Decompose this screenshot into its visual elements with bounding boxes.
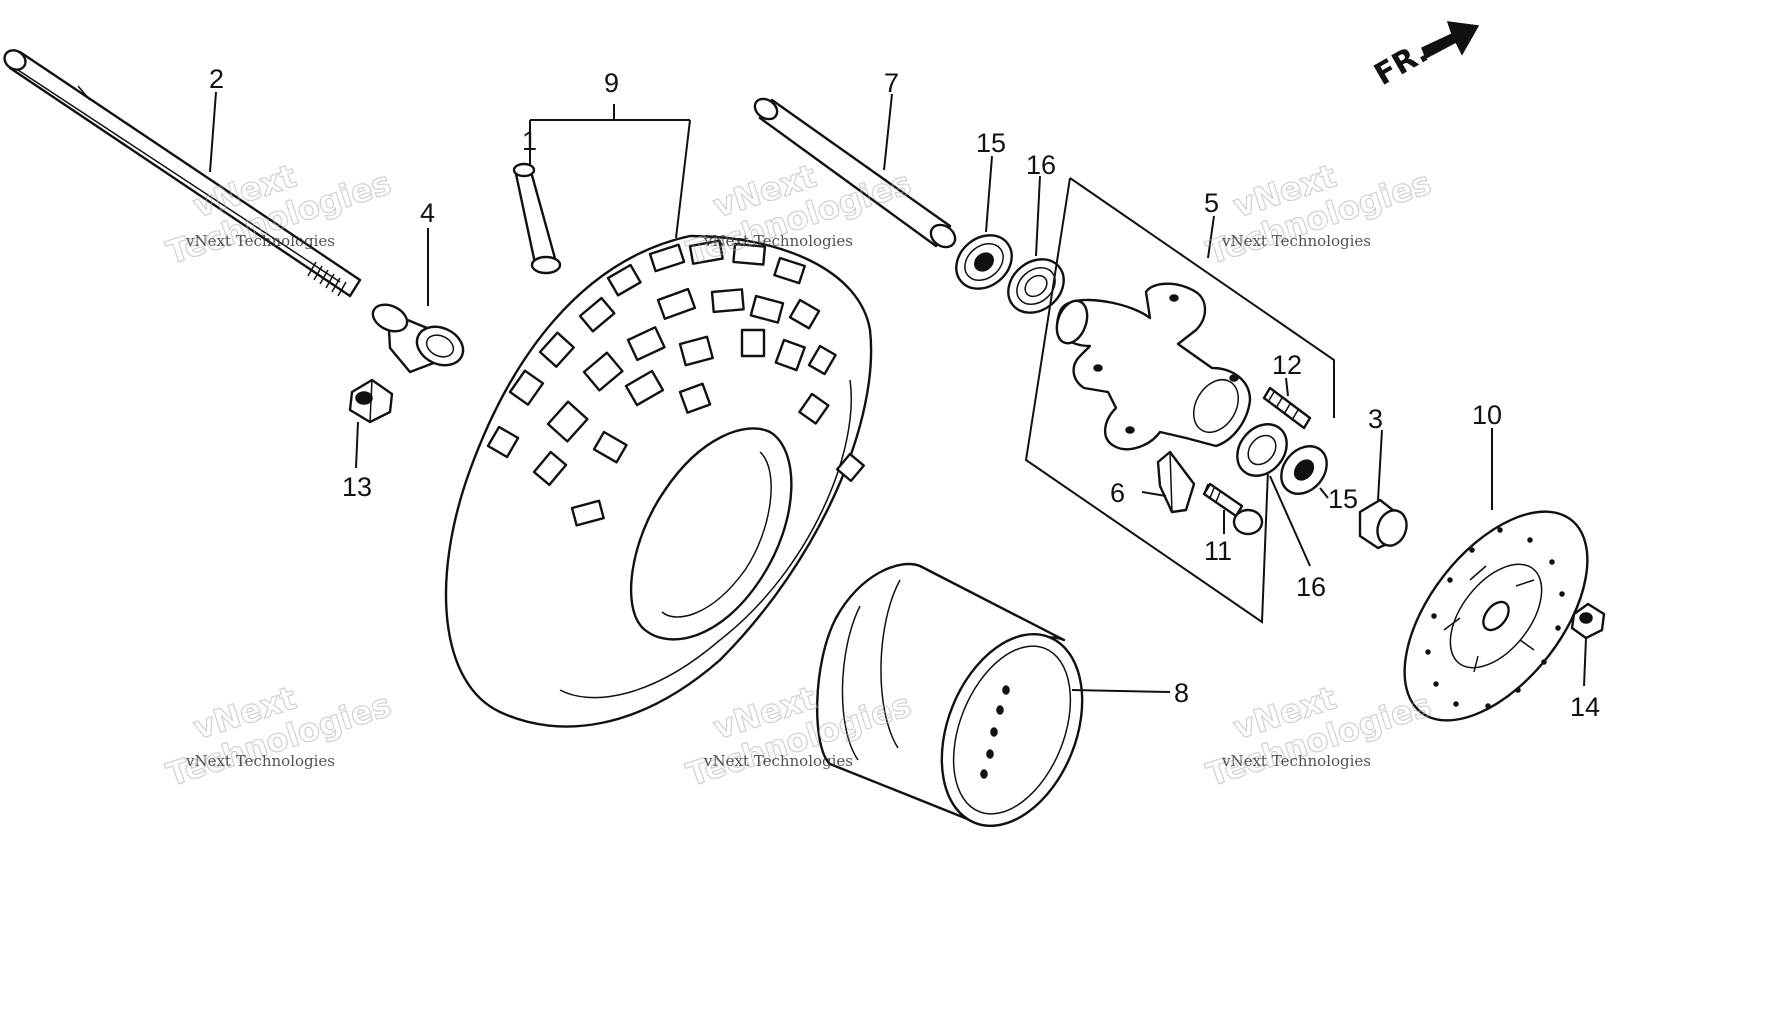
- bearing-right-part[interactable]: [1272, 437, 1336, 503]
- callout-6: 6: [1110, 478, 1125, 508]
- watermark-small-top-left: vNext Technologies: [185, 232, 335, 250]
- wheel-hub-part[interactable]: [1051, 282, 1252, 451]
- watermark-small-bottom-center: vNext Technologies: [703, 752, 853, 770]
- watermark-bottom-right: vNext Technologies: [1201, 678, 1436, 794]
- bracket-9-right: [675, 119, 691, 239]
- callout-8: 8: [1174, 678, 1189, 708]
- leader-16a: [1035, 175, 1041, 257]
- disc-nut-part[interactable]: [1570, 602, 1606, 640]
- callout-5: 5: [1204, 188, 1219, 218]
- leader-5: [1207, 215, 1215, 259]
- axle-nut-part[interactable]: [348, 378, 394, 424]
- watermark-bottom-left: vNext Technologies: [161, 678, 396, 794]
- watermark-top-center: vNext Technologies: [681, 156, 916, 272]
- watermark-small-bottom-right: vNext Technologies: [1221, 752, 1371, 770]
- watermark-top-right: vNext Technologies: [1201, 156, 1436, 272]
- valve-stem-part[interactable]: [512, 162, 562, 275]
- front-label: FR.: [1369, 35, 1435, 93]
- watermark-small-top-right: vNext Technologies: [1221, 232, 1371, 250]
- collar-part[interactable]: [369, 300, 470, 374]
- callout-13: 13: [342, 472, 372, 502]
- watermark-small-top-center: vNext Technologies: [703, 232, 853, 250]
- seal-left-part[interactable]: [998, 248, 1075, 323]
- leader-15b: [1319, 487, 1329, 499]
- hub-cap-part[interactable]: [1358, 498, 1411, 550]
- spacer-tube-part[interactable]: [751, 95, 959, 252]
- callout-7: 7: [884, 68, 899, 98]
- callout-15-top: 15: [976, 128, 1006, 158]
- callout-9: 9: [604, 68, 619, 98]
- callout-10: 10: [1472, 400, 1502, 430]
- leader-7: [883, 93, 893, 171]
- group-5-box-left: [1024, 177, 1269, 624]
- callout-11: 11: [1204, 536, 1232, 566]
- callout-3: 3: [1368, 404, 1383, 434]
- axle-part[interactable]: [1, 46, 362, 298]
- brake-disc-part[interactable]: [1369, 479, 1623, 753]
- tire-part[interactable]: [444, 234, 873, 728]
- callout-16-bottom: 16: [1296, 572, 1326, 602]
- group-5-box-top: [1069, 177, 1335, 418]
- watermark-small-bottom-left: vNext Technologies: [185, 752, 335, 770]
- callout-4: 4: [420, 198, 435, 228]
- clip-part[interactable]: [1156, 450, 1196, 514]
- leader-3: [1377, 429, 1383, 501]
- leader-14: [1583, 637, 1587, 687]
- leader-8: [1071, 689, 1171, 693]
- callout-2: 2: [209, 64, 224, 94]
- wheel-rim-part[interactable]: [815, 562, 1109, 847]
- leader-6: [1141, 491, 1167, 497]
- callout-12: 12: [1272, 350, 1302, 380]
- callout-15-bottom: 15: [1328, 484, 1358, 514]
- leader-12: [1285, 377, 1289, 397]
- leader-13: [355, 421, 359, 469]
- callout-14: 14: [1570, 692, 1600, 722]
- bolt-part[interactable]: [1202, 482, 1264, 536]
- callout-1: 1: [522, 126, 537, 156]
- stud-part[interactable]: [1262, 386, 1312, 430]
- leader-15a: [985, 155, 993, 233]
- front-arrow-icon: [1421, 21, 1480, 60]
- seal-right-part[interactable]: [1227, 414, 1297, 485]
- front-direction-indicator: FR.: [1369, 21, 1480, 93]
- callout-16-top: 16: [1026, 150, 1056, 180]
- bearing-left-part[interactable]: [946, 224, 1023, 299]
- leader-16b: [1269, 475, 1311, 567]
- leader-2: [209, 91, 217, 173]
- watermark-top-left: vNext Technologies: [161, 156, 396, 272]
